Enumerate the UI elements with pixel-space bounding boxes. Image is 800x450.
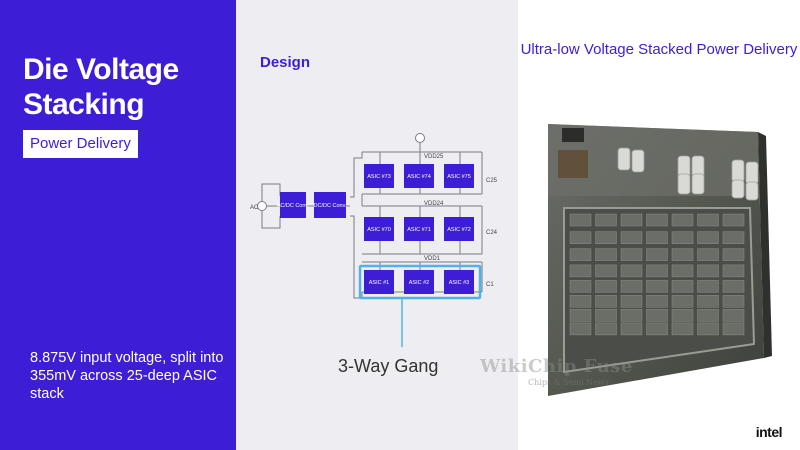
- board-cell: [722, 231, 745, 244]
- board-cell: [697, 213, 719, 227]
- board-cell: [671, 248, 694, 261]
- ac-label: AC: [250, 205, 259, 211]
- converter-acdc-label: AC/DC Conv.: [277, 203, 310, 209]
- asic-label: ASIC #1: [369, 280, 389, 286]
- board-cell: [569, 231, 592, 244]
- rail-label-vdd24: VDD24: [424, 201, 444, 207]
- board-cell: [646, 280, 668, 293]
- board-cell: [569, 295, 592, 308]
- watermark-subtitle: Chips & Semi News: [528, 378, 609, 387]
- board-cell: [569, 280, 592, 293]
- board-cell: [569, 264, 592, 278]
- intel-logo: intel: [755, 424, 783, 440]
- asic-label: ASIC #2: [409, 280, 429, 286]
- board-panel: Ultra-low Voltage Stacked Power Delivery: [518, 0, 800, 450]
- board-cell: [620, 248, 643, 261]
- board-cell: [697, 264, 719, 278]
- design-panel: Design: [236, 0, 518, 450]
- asic-label: ASIC #75: [447, 174, 471, 180]
- board-cell: [697, 231, 719, 244]
- power-delivery-diagram: AC AC/DC Conv. DC/DC Conv. ASIC #73 ASIC…: [250, 133, 498, 376]
- board-cell: [722, 280, 745, 293]
- board-cell: [595, 248, 617, 261]
- board-cell: [595, 322, 617, 336]
- gang-label: 3-Way Gang: [338, 356, 438, 376]
- board-cell: [697, 309, 719, 322]
- board-cell: [620, 213, 643, 227]
- board-cell: [671, 280, 694, 293]
- board-cell: [722, 264, 745, 278]
- watermark: WikiChip Fuse Chips & Semi News: [480, 356, 670, 396]
- board-cell: [722, 213, 745, 227]
- board-cell: [646, 309, 668, 322]
- board-cell: [646, 264, 668, 278]
- rail-label-vdd1: VDD1: [424, 256, 441, 262]
- board-cell: [620, 309, 643, 322]
- asic-label: ASIC #72: [447, 227, 471, 233]
- asic-label: ASIC #70: [367, 227, 391, 233]
- title-panel: Die Voltage Stacking Power Delivery 8.87…: [0, 0, 236, 450]
- board-cell: [722, 248, 745, 261]
- board-heading: Ultra-low Voltage Stacked Power Delivery: [520, 41, 798, 58]
- board-cell: [722, 309, 745, 322]
- board-cell: [671, 309, 694, 322]
- board-cell: [697, 248, 719, 261]
- board-cell: [671, 231, 694, 244]
- board-cell: [595, 264, 617, 278]
- board-cell: [671, 295, 694, 308]
- board-cell: [620, 322, 643, 336]
- board-cell: [646, 231, 668, 244]
- watermark-title: WikiChip Fuse: [480, 356, 633, 377]
- board-cell: [697, 295, 719, 308]
- design-heading: Design: [260, 54, 311, 71]
- board-cell: [646, 322, 668, 336]
- board-cell: [646, 248, 668, 261]
- asic-label: ASIC #71: [407, 227, 431, 233]
- board-cell: [620, 295, 643, 308]
- board-cell: [671, 213, 694, 227]
- asic-label: ASIC #73: [367, 174, 391, 180]
- board-cell: [620, 231, 643, 244]
- board-cell: [569, 248, 592, 261]
- board-cell: [646, 213, 668, 227]
- board-cell: [595, 309, 617, 322]
- board-cell: [697, 280, 719, 293]
- asic-label: ASIC #3: [449, 280, 469, 286]
- board-cell: [671, 264, 694, 278]
- board-cell: [595, 295, 617, 308]
- board-cell: [722, 295, 745, 308]
- board-cell: [595, 280, 617, 293]
- converter-dcdc-label: DC/DC Conv.: [314, 203, 347, 209]
- board-cell: [620, 280, 643, 293]
- board-cell: [671, 322, 694, 336]
- board-cell: [595, 231, 617, 244]
- board-cell: [620, 264, 643, 278]
- board-cell: [569, 213, 592, 227]
- board-cell: [697, 322, 719, 336]
- board-photo: [548, 124, 772, 396]
- board-cell: [722, 322, 745, 336]
- slide-title: Die Voltage Stacking: [23, 53, 179, 121]
- subtitle-box: Power Delivery: [23, 130, 138, 158]
- board-cell: [569, 309, 592, 322]
- rail-label-vdd25: VDD25: [424, 154, 444, 160]
- board-cell: [569, 322, 592, 336]
- cap-label-c25: C25: [486, 178, 498, 184]
- description-text: 8.875V input voltage, split into 355mV a…: [30, 350, 224, 402]
- asic-label: ASIC #74: [407, 174, 431, 180]
- board-cell: [595, 213, 617, 227]
- cap-label-c24: C24: [486, 230, 498, 236]
- cap-label-c1: C1: [486, 282, 494, 288]
- board-cell: [646, 295, 668, 308]
